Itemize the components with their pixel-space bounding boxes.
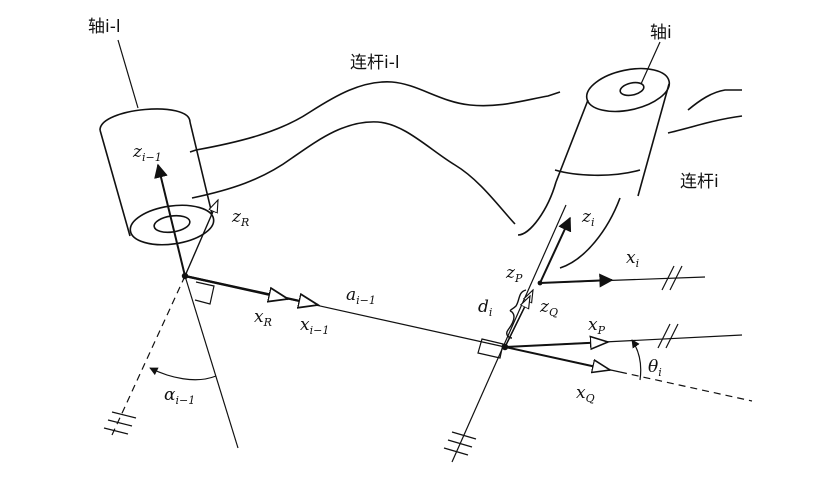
left-axes (103, 163, 239, 449)
label-z-Q: zQ (539, 297, 558, 319)
label-x-i: xi (626, 248, 639, 270)
label-x-prev: xi−1 (300, 315, 329, 337)
label-link-i: 连杆i (680, 172, 719, 192)
label-a-prev: ai−1 (346, 285, 376, 307)
axis-prev-leader (117, 39, 139, 109)
right-cylinder (517, 67, 671, 269)
label-link-prev: 连杆i-l (350, 53, 400, 73)
link-body (189, 81, 743, 225)
label-z-i: zi (581, 207, 595, 229)
label-axis-prev: 轴i-l (88, 17, 121, 37)
label-x-R: xR (254, 307, 272, 329)
origin-left (181, 272, 189, 280)
label-z-P: zP (505, 263, 523, 285)
right-axes (443, 204, 753, 463)
label-z-R: zR (231, 207, 249, 229)
origin-right-upper (537, 280, 543, 286)
origin-right-lower (501, 343, 509, 351)
label-x-P: xP (588, 315, 606, 337)
common-normal (184, 274, 506, 348)
axis-i-leader (640, 41, 661, 85)
left-cylinder (99, 108, 215, 246)
label-d-i: di (478, 297, 492, 319)
label-axis-i: 轴i (650, 23, 672, 43)
label-theta-i: θi (648, 357, 662, 379)
label-x-Q: xQ (576, 383, 595, 405)
label-z-prev: zi−1 (132, 142, 162, 164)
label-alpha-prev: αi−1 (164, 385, 195, 407)
